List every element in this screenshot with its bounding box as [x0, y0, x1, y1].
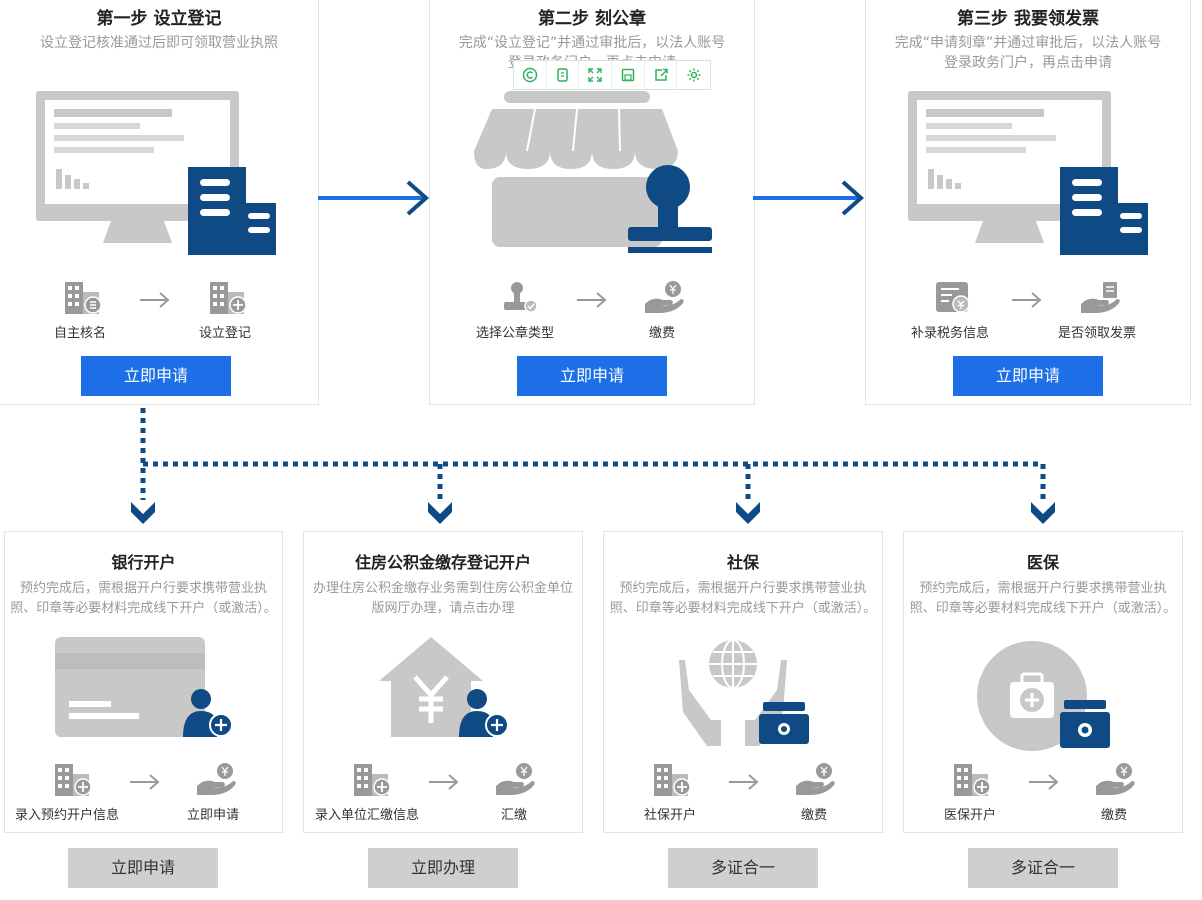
step1-flow-label-2: 设立登记	[199, 326, 252, 341]
flow-arrow-icon	[139, 291, 171, 313]
building-add-icon	[352, 762, 392, 798]
medical-insurance-card: 医保 预约完成后，需根据开户行要求携带营业执照、印章等必要材料完成线下开户（或激…	[903, 531, 1183, 833]
step3-flow-label-2: 是否领取发票	[1058, 326, 1137, 341]
social-security-multi-cert-button[interactable]: 多证合一	[668, 848, 818, 888]
flow-arrow-icon	[428, 773, 460, 795]
building-name-icon	[63, 280, 103, 316]
floating-toolbar	[513, 60, 711, 90]
bank-desc: 预约完成后，需根据开户行要求携带营业执照、印章等必要材料完成线下开户（或激活）。	[10, 581, 277, 616]
pay-hand-icon	[195, 762, 239, 798]
flow-arrow-icon	[1011, 291, 1043, 313]
medical-insurance-title: 医保	[1026, 553, 1059, 572]
step1-title: 第一步 设立登记	[96, 9, 222, 29]
step2-flow-label-2: 缴费	[649, 326, 676, 341]
bank-flow-label-1: 录入预约开户信息	[15, 808, 120, 823]
medical-insurance-desc: 预约完成后，需根据开户行要求携带营业执照、印章等必要材料完成线下开户（或激活）。	[909, 581, 1177, 616]
step3-card: 第三步 我要领发票 完成“申请刻章”并通过审批后，以法人账号登录政务门户，再点击…	[865, 0, 1191, 405]
invoice-hand-icon	[1079, 280, 1123, 316]
bank-apply-button[interactable]: 立即申请	[68, 848, 218, 888]
bank-card-illustration	[55, 637, 240, 739]
step1-apply-button[interactable]: 立即申请	[81, 356, 231, 396]
computer-building-illustration	[36, 91, 281, 263]
bank-title: 银行开户	[111, 553, 176, 572]
housing-fund-flow-label-1: 录入单位汇缴信息	[315, 808, 420, 823]
flow-arrow-icon	[728, 773, 760, 795]
bank-flow-label-2: 立即申请	[187, 808, 240, 823]
settings-icon[interactable]	[677, 61, 710, 89]
flow-arrow-icon	[576, 291, 608, 313]
step-arrow-icon	[753, 180, 867, 220]
step1-card: 第一步 设立登记 设立登记核准通过后即可领取营业执照	[0, 0, 319, 405]
step3-title: 第三步 我要领发票	[957, 9, 1099, 29]
building-add-icon	[652, 762, 692, 798]
tax-info-icon	[934, 280, 974, 316]
shop-stamp-illustration	[472, 91, 717, 263]
step3-apply-button[interactable]: 立即申请	[953, 356, 1103, 396]
medical-insurance-flow-label-2: 缴费	[1101, 808, 1128, 823]
pay-hand-icon	[794, 762, 838, 798]
social-security-title: 社保	[726, 553, 759, 572]
housing-fund-flow-label-2: 汇缴	[501, 808, 528, 823]
step1-flow-label-1: 自主核名	[54, 326, 107, 341]
hands-globe-illustration	[677, 636, 817, 748]
house-yuan-illustration	[379, 637, 514, 739]
building-add-icon	[53, 762, 93, 798]
building-register-icon	[208, 280, 248, 316]
step-arrow-icon	[318, 180, 432, 220]
copy-icon[interactable]	[547, 61, 580, 89]
social-security-desc: 预约完成后，需根据开户行要求携带营业执照、印章等必要材料完成线下开户（或激活）。	[609, 581, 877, 616]
step2-title: 第二步 刻公章	[538, 9, 646, 29]
housing-fund-title: 住房公积金缴存登记开户	[354, 553, 531, 572]
housing-fund-handle-button[interactable]: 立即办理	[368, 848, 518, 888]
step2-flow-label-1: 选择公章类型	[476, 326, 555, 341]
share-icon[interactable]	[645, 61, 678, 89]
social-security-flow-label-1: 社保开户	[644, 808, 697, 823]
pay-hand-icon	[1094, 762, 1138, 798]
flow-arrow-icon	[1028, 773, 1060, 795]
bank-card: 银行开户 预约完成后，需根据开户行要求携带营业执照、印章等必要材料完成线下开户（…	[4, 531, 283, 833]
flow-arrow-icon	[129, 773, 161, 795]
expand-icon[interactable]	[579, 61, 613, 89]
medical-insurance-multi-cert-button[interactable]: 多证合一	[968, 848, 1118, 888]
step2-apply-button[interactable]: 立即申请	[517, 356, 667, 396]
stamp-type-icon	[500, 280, 540, 316]
housing-fund-desc: 办理住房公积金缴存业务需到住房公积金单位版网厅办理，请点击办理	[312, 581, 573, 616]
social-security-card: 社保 预约完成后，需根据开户行要求携带营业执照、印章等必要材料完成线下开户（或激…	[603, 531, 883, 833]
housing-fund-card: 住房公积金缴存登记开户 办理住房公积金缴存业务需到住房公积金单位版网厅办理，请点…	[303, 531, 583, 833]
computer-building-illustration	[908, 91, 1153, 263]
pay-hand-icon	[643, 280, 687, 316]
pay-hand-icon	[494, 762, 538, 798]
medical-kit-illustration	[976, 640, 1116, 752]
step1-desc: 设立登记核准通过后即可领取营业执照	[40, 35, 278, 51]
step3-flow-label-1: 补录税务信息	[911, 326, 990, 341]
step3-desc: 完成“申请刻章”并通过审批后，以法人账号登录政务门户，再点击申请	[894, 35, 1162, 71]
social-security-flow-label-2: 缴费	[801, 808, 828, 823]
medical-insurance-flow-label-1: 医保开户	[944, 808, 997, 823]
save-icon[interactable]	[612, 61, 645, 89]
copyright-icon[interactable]	[514, 61, 547, 89]
building-add-icon	[952, 762, 992, 798]
